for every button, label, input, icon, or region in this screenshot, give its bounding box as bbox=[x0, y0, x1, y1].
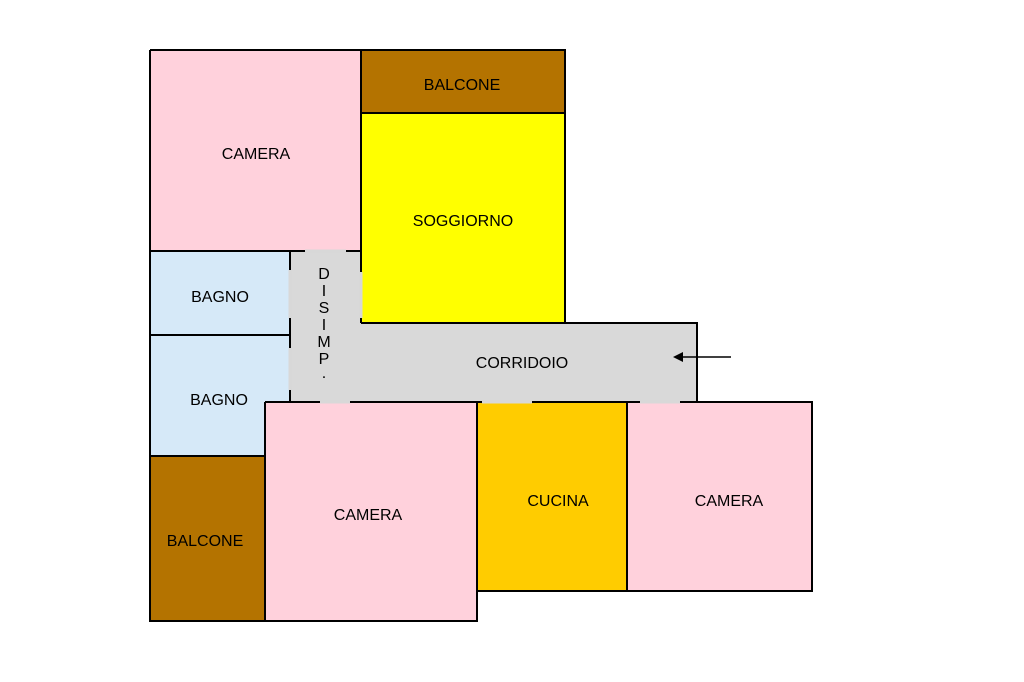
walls bbox=[149, 49, 813, 622]
balcone-bottom-label: BALCONE bbox=[167, 533, 243, 550]
cucina-label: CUCINA bbox=[527, 493, 589, 510]
balcone-top-room bbox=[361, 50, 565, 113]
disimp-letter: I bbox=[322, 317, 326, 334]
cucina-room bbox=[477, 402, 627, 591]
disimp-letter: M bbox=[317, 334, 330, 351]
camera-bottom-left-room bbox=[265, 402, 477, 621]
disimp-letter: . bbox=[322, 365, 326, 382]
camera-right-room bbox=[627, 402, 812, 591]
balcone-bottom-room bbox=[150, 456, 265, 621]
corridoio-label: CORRIDOIO bbox=[476, 355, 568, 372]
disimp-letter: S bbox=[319, 300, 330, 317]
camera-top-left-room bbox=[150, 50, 361, 251]
disimp-letter: D bbox=[318, 266, 330, 283]
corridoio-room bbox=[290, 323, 697, 402]
arrow-left-icon bbox=[673, 352, 731, 362]
disimp-letter: P bbox=[319, 351, 330, 368]
soggiorno-room bbox=[361, 113, 565, 323]
bagno-upper-room bbox=[150, 251, 290, 335]
camera-top-left-label: CAMERA bbox=[222, 146, 291, 163]
bagno-upper-label: BAGNO bbox=[191, 289, 249, 306]
bagno-lower-label: BAGNO bbox=[190, 392, 248, 409]
disimp-letter: I bbox=[322, 283, 326, 300]
soggiorno-label: SOGGIORNO bbox=[413, 213, 513, 230]
camera-right-label: CAMERA bbox=[695, 493, 764, 510]
camera-bottom-left-label: CAMERA bbox=[334, 507, 403, 524]
balcone-top-label: BALCONE bbox=[424, 77, 500, 94]
